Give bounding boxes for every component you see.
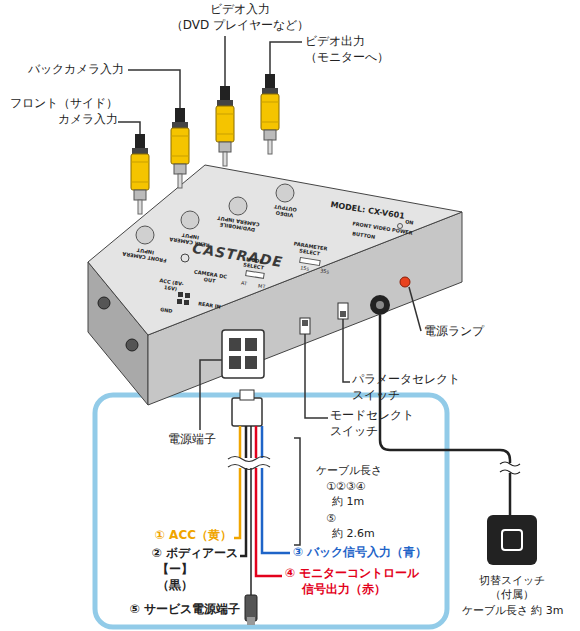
mode-slot: [246, 271, 265, 279]
service-wire: [250, 426, 252, 595]
power-lamp: [400, 277, 410, 287]
callout-label: 電源端子: [168, 432, 216, 448]
length-bracket: [294, 438, 300, 545]
harness-plug: [232, 398, 262, 426]
mode-switch: [300, 318, 310, 334]
switch-jack-core: [376, 301, 384, 309]
panel-print: DVD/MOBILE CAMERA INPUT: [210, 214, 265, 234]
logo-mark: [181, 254, 189, 262]
panel-print: CAMERA DC OUT: [191, 269, 228, 286]
dimension-label: ケーブル長さ 約 3m: [450, 604, 575, 618]
leader-line: [305, 334, 328, 418]
switch-knob: [302, 320, 308, 326]
leader-line: [343, 319, 350, 382]
switch-knob: [340, 311, 346, 317]
acc-wire: [234, 426, 240, 538]
power-connector: [222, 330, 264, 378]
callout-label: パラメータセレクト スイッチ: [352, 372, 477, 403]
wire-label: ② ボディアース: [90, 546, 238, 562]
pin-mark: [177, 299, 182, 304]
rca-plug: [261, 74, 279, 154]
callout-label: フロント（サイド） カメラ入力: [0, 96, 118, 127]
dimension-label: ⑤: [326, 512, 336, 526]
service-plug-tip: [247, 617, 255, 625]
break-mark: [500, 462, 520, 474]
rca-jack: [136, 226, 154, 244]
wire-label: ④ モニターコントロール 信号出力（赤）: [285, 566, 455, 597]
callout-label: 電源ランプ: [424, 324, 484, 340]
panel-print: GND: [160, 307, 173, 315]
brand-logo: CASTRADE: [191, 239, 284, 271]
leader-line: [270, 42, 302, 74]
leader-line: [200, 360, 222, 430]
ground-wire: [240, 426, 246, 556]
rca-jack: [181, 211, 199, 229]
callout-label: 切替スイッチ （付属）: [467, 574, 557, 603]
model-print: MODEL: CX-V601: [330, 200, 406, 222]
callout-label: ビデオ出力 （モニターへ）: [305, 34, 400, 65]
callout-label: （DVD プレイヤーなど）: [160, 18, 320, 34]
cable-break: [500, 463, 520, 473]
panel-print: VIDEO OUTPUT: [266, 202, 303, 219]
parameter-slot: [300, 257, 321, 265]
leader-line: [128, 70, 180, 108]
wire-label: 【ー】 （黒）: [150, 562, 200, 593]
panel-print: 15s: [300, 265, 310, 272]
panel-print: REAR IN: [198, 301, 221, 310]
callout-label: ビデオ入力: [175, 2, 305, 18]
rca-plug: [131, 134, 149, 214]
dimension-label: 約 2.6m: [332, 527, 375, 541]
panel-print: FRONT CAMERA INPUT: [121, 244, 168, 263]
panel-print: ACC (8V-16V): [155, 278, 186, 294]
dimension-label: 約 1m: [332, 495, 364, 509]
switch-button: [502, 530, 522, 550]
callout-label: バックカメラ入力: [28, 62, 124, 78]
parameter-switch: [338, 303, 348, 319]
panel-print: PARAMETER SELECT: [289, 241, 330, 259]
wire-label: ① ACC（黄）: [100, 528, 232, 544]
wire-label: ⑤ サービス電源端子: [90, 602, 240, 618]
wire-label: ③ バック信号入力（青）: [293, 545, 427, 561]
side-hole: [98, 297, 110, 309]
switch-box: [487, 515, 537, 565]
rca-jack: [276, 184, 294, 202]
panel-print: AT: [241, 281, 248, 288]
side-hole: [126, 339, 138, 351]
harness-latch: [240, 390, 254, 400]
rca-plug: [216, 86, 234, 166]
leader-line: [224, 36, 226, 86]
panel-print: BUTTON: [352, 231, 376, 240]
connector-pin: [229, 356, 241, 369]
cable-frame: [95, 395, 447, 627]
cable-break: [230, 458, 270, 468]
panel-print: ON: [405, 219, 414, 226]
switch-jack: [370, 295, 390, 315]
rca-plug: [171, 108, 189, 188]
break-mark: [228, 457, 270, 470]
dimension-label: ①②③④: [326, 480, 365, 494]
callout-label: モードセレクト スイッチ: [330, 408, 430, 439]
connector-pin: [245, 356, 257, 369]
connector-pin: [229, 338, 241, 351]
pin-mark: [185, 293, 190, 298]
rca-jack: [229, 197, 247, 215]
pin-mark: [178, 292, 183, 297]
panel-print: MT: [258, 283, 266, 290]
panel-print: 35s: [320, 268, 330, 275]
pin-mark: [184, 300, 189, 305]
leader-line: [118, 122, 140, 134]
dimension-label: ケーブル長さ: [316, 464, 382, 478]
reverse-wire: [262, 426, 290, 553]
connector-pin: [245, 338, 257, 351]
leader-line: [409, 287, 421, 331]
